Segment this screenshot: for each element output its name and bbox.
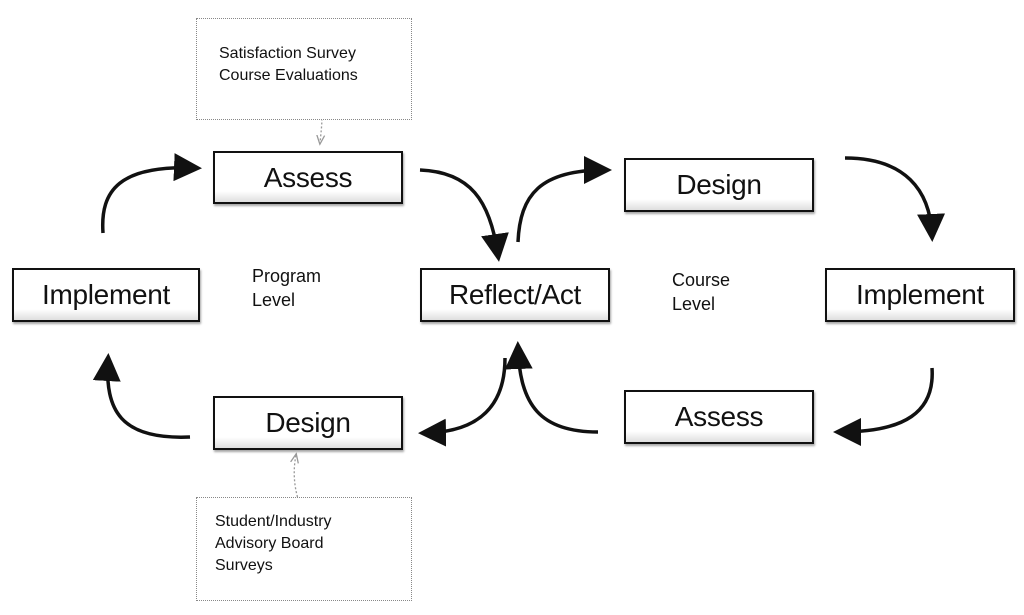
program-assess-label: Assess xyxy=(263,161,353,193)
arrow-reflect-to-course-design xyxy=(516,156,612,243)
note-top-line-2: Course Evaluations xyxy=(219,67,358,84)
arrow-assess-to-reflect-course xyxy=(504,341,599,434)
course-design-box: Design xyxy=(624,158,814,212)
program-design-box: Design xyxy=(213,396,403,450)
course-design-label: Design xyxy=(676,169,762,200)
arrow-reflect-to-program-design xyxy=(418,357,507,447)
note-top: Satisfaction Survey Course Evaluations xyxy=(196,18,412,120)
course-level-label: Course Level xyxy=(672,268,730,316)
program-implement-label: Implement xyxy=(41,279,171,310)
note-top-line-1: Satisfaction Survey xyxy=(219,45,356,62)
program-level-line-2: Level xyxy=(252,290,296,310)
reflect-act-label: Reflect/Act xyxy=(448,279,582,310)
course-level-line-2: Level xyxy=(672,294,716,314)
arrow-implement-to-course-assess xyxy=(833,367,934,446)
course-level-line-1: Course xyxy=(672,270,731,290)
program-assess-box: Assess xyxy=(213,151,403,204)
arrow-implement-to-assess xyxy=(100,153,202,234)
reflect-act-box: Reflect/Act xyxy=(420,268,610,322)
program-level-line-1: Program xyxy=(252,266,322,286)
note-bottom-line-3: Surveys xyxy=(215,557,273,574)
arrow-design-to-course-implement xyxy=(844,156,946,242)
arrow-design-to-implement xyxy=(92,353,191,439)
arrow-assess-to-reflect xyxy=(419,168,509,262)
note-bottom-line-1: Student/Industry xyxy=(215,513,332,530)
program-design-label: Design xyxy=(265,407,351,438)
note-bottom-line-2: Advisory Board xyxy=(215,535,324,552)
program-level-label: Program Level xyxy=(252,264,321,312)
course-implement-label: Implement xyxy=(855,279,985,310)
course-implement-box: Implement xyxy=(825,268,1015,322)
note-bottom: Student/Industry Advisory Board Surveys xyxy=(196,497,412,601)
course-assess-box: Assess xyxy=(624,390,814,444)
course-assess-label: Assess xyxy=(674,401,764,432)
program-implement-box: Implement xyxy=(12,268,200,322)
